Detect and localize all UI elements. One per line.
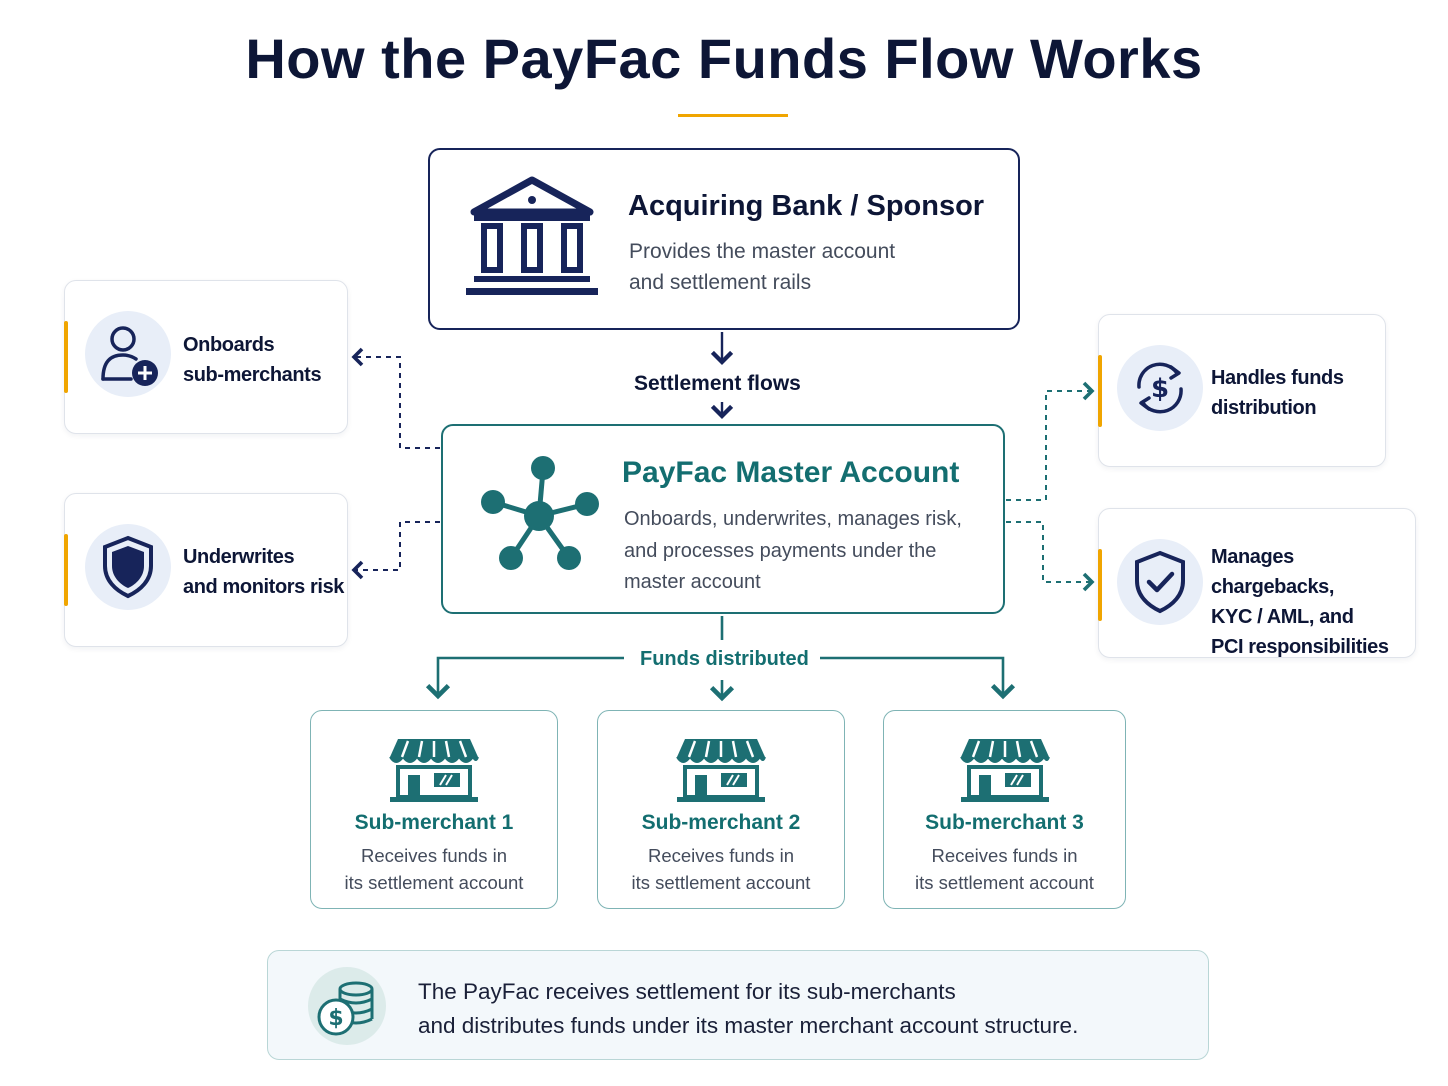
funds-branch-right <box>820 656 1016 700</box>
bank-icon <box>466 176 598 295</box>
user-add-icon <box>101 326 158 386</box>
page-title: How the PayFac Funds Flow Works <box>245 27 1203 90</box>
sub-merchant-card: Sub-merchant 1 Receives funds in its set… <box>310 710 558 909</box>
title-underline <box>678 114 788 117</box>
underwrites-card: Underwrites and monitors risk <box>64 493 348 647</box>
sub-merchant-title: Sub-merchant 1 <box>354 811 514 834</box>
bank-description: Provides the master account and settleme… <box>629 240 896 294</box>
master-title: PayFac Master Account <box>622 456 960 489</box>
funds-distribution-label: Handles funds distribution <box>1211 367 1344 419</box>
funds-branch-left <box>425 656 624 700</box>
storefront-icon <box>389 739 479 802</box>
settlement-flows-label: Settlement flows <box>634 372 801 395</box>
dollar-cycle-icon: $ <box>1137 362 1183 414</box>
svg-text:$: $ <box>328 1006 343 1031</box>
storefront-icon <box>676 739 766 802</box>
acquiring-bank-card: Acquiring Bank / Sponsor Provides the ma… <box>428 148 1020 330</box>
shield-icon <box>103 535 153 599</box>
bank-title: Acquiring Bank / Sponsor <box>628 190 985 222</box>
master-description: Onboards, underwrites, manages risk, and… <box>624 508 962 593</box>
connector-chargebacks <box>1006 521 1095 592</box>
sub-merchant-card: Sub-merchant 3 Receives funds in its set… <box>883 710 1126 909</box>
shield-check-icon <box>1135 550 1185 614</box>
network-hub-icon <box>481 456 599 570</box>
svg-text:$: $ <box>1151 374 1169 404</box>
sub-merchant-description: Receives funds in its settlement account <box>344 845 524 893</box>
sub-merchant-title: Sub-merchant 3 <box>925 811 1084 834</box>
underwrites-label: Underwrites and monitors risk <box>183 546 345 598</box>
chargebacks-label: Manages chargebacks, KYC / AML, and PCI … <box>1211 546 1389 658</box>
coins-dollar-icon: $ <box>317 981 374 1036</box>
onboards-label: Onboards sub-merchants <box>183 334 322 386</box>
payfac-master-account-card: PayFac Master Account Onboards, underwri… <box>441 424 1005 614</box>
funds-distributed-label: Funds distributed <box>640 648 809 670</box>
connector-onboard <box>351 347 440 449</box>
connector-underwrite <box>351 521 440 580</box>
funds-distribution-card: $ Handles funds distribution <box>1098 314 1386 467</box>
summary-text: The PayFac receives settlement for its s… <box>418 979 1079 1038</box>
summary-banner: $ The PayFac receives settlement for its… <box>267 950 1209 1060</box>
connector-funds <box>1006 381 1095 501</box>
storefront-icon <box>959 739 1050 802</box>
chargebacks-card: Manages chargebacks, KYC / AML, and PCI … <box>1098 508 1416 658</box>
sub-merchant-title: Sub-merchant 2 <box>641 811 801 834</box>
sub-merchant-card: Sub-merchant 2 Receives funds in its set… <box>597 710 845 909</box>
sub-merchant-description: Receives funds in its settlement account <box>915 845 1094 893</box>
sub-merchant-description: Receives funds in its settlement account <box>631 845 811 893</box>
onboards-card: Onboards sub-merchants <box>64 280 348 434</box>
